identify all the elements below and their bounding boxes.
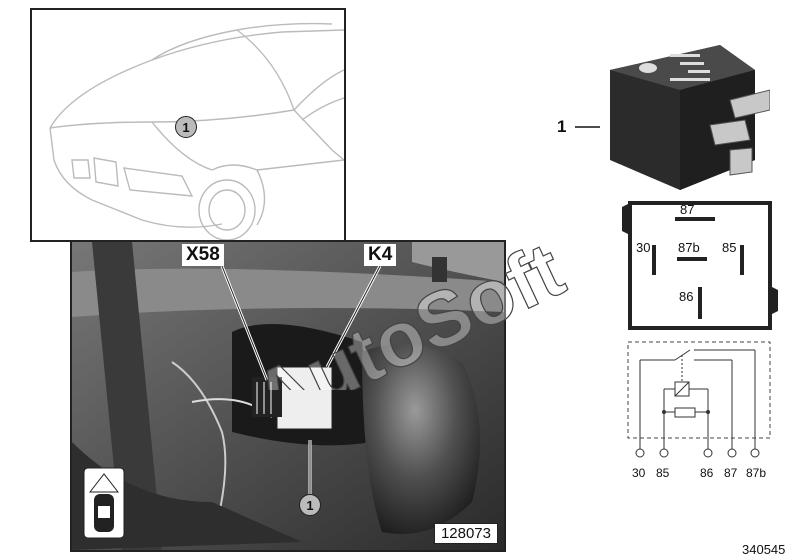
part-number-label: 1 bbox=[557, 117, 567, 136]
terminal-label-87: 87 bbox=[724, 466, 738, 480]
pin-label-85: 85 bbox=[722, 240, 737, 255]
car-location-inset: 1 bbox=[30, 8, 346, 242]
position-callout: 1 bbox=[299, 494, 321, 516]
pin-label-86: 86 bbox=[679, 289, 694, 304]
connector-label-k4: K4 bbox=[364, 244, 397, 266]
terminal-label-87b: 87b bbox=[746, 466, 767, 480]
position-callout: 1 bbox=[175, 116, 197, 138]
watermark-text: AutoSoft bbox=[241, 225, 577, 390]
watermark: AutoSoft bbox=[240, 224, 577, 390]
relay-image bbox=[575, 45, 770, 190]
car-outline-drawing bbox=[49, 22, 345, 241]
installation-photo: X58 K4 1 128073 bbox=[70, 240, 506, 552]
pin-label-87: 87 bbox=[680, 202, 695, 217]
terminal-label-85: 85 bbox=[656, 466, 670, 480]
pin-label-30: 30 bbox=[636, 240, 651, 255]
figure-number: 128073 bbox=[433, 523, 498, 544]
connector-label-x58: X58 bbox=[182, 244, 224, 266]
relay-pin-layout bbox=[622, 201, 778, 330]
photo-drawing bbox=[72, 242, 504, 550]
terminal-label-86: 86 bbox=[700, 466, 714, 480]
document-id: 340545 bbox=[742, 542, 786, 557]
pin-label-87b: 87b bbox=[678, 240, 700, 255]
relay-schematic bbox=[627, 341, 771, 458]
terminal-label-30: 30 bbox=[632, 466, 646, 480]
